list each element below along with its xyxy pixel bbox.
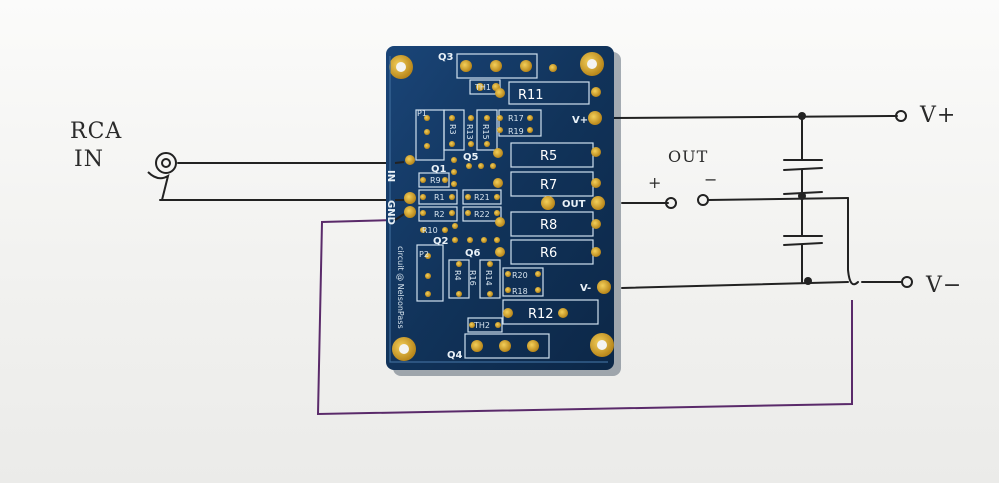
mounting-holes — [389, 52, 614, 361]
r14-label: R14 — [484, 270, 493, 286]
r19-label: R19 — [508, 127, 524, 136]
pcb-gnd-pad-label: GND — [385, 200, 396, 225]
vminus-label: V− — [925, 273, 962, 298]
r4-label: R4 — [453, 270, 462, 281]
r2-label: R2 — [434, 210, 445, 219]
r21-label: R21 — [474, 193, 490, 202]
out-minus-terminal — [697, 194, 709, 206]
vplus-terminal — [895, 110, 907, 122]
hand-wires — [159, 115, 903, 289]
r5-label: R5 — [540, 149, 557, 164]
r6-label: R6 — [540, 246, 557, 261]
q4-label: Q4 — [447, 350, 463, 361]
in-label: IN — [74, 147, 104, 172]
pcb-wire-joins — [394, 161, 405, 221]
r20-label: R20 — [512, 271, 528, 280]
p2-label: P2 — [419, 250, 429, 259]
th1-label: TH1 — [474, 83, 491, 92]
r10-label: R10 — [422, 226, 438, 235]
purple-ground-wire — [316, 219, 853, 416]
r11-label: R11 — [518, 88, 544, 103]
q6-label: Q6 — [465, 248, 481, 259]
pads — [404, 60, 611, 352]
pcb-board: IN GND V+ OUT V- circuit @ NelsonPass Q3… — [385, 46, 621, 376]
cap2-plate-b — [783, 242, 823, 246]
th2-label: TH2 — [473, 321, 490, 330]
r9-label: R9 — [430, 176, 441, 185]
r8-label: R8 — [540, 218, 557, 233]
wire-out-minus — [707, 197, 849, 201]
r3-label: R3 — [448, 124, 457, 135]
vminus-terminal — [901, 276, 913, 288]
out-plus-label: + — [648, 173, 662, 192]
pcb-vminus-pad-label: V- — [580, 283, 591, 294]
junctions — [798, 112, 812, 285]
pcb-credit: circuit @ NelsonPass — [396, 246, 405, 329]
q2-label: Q2 — [433, 236, 449, 247]
q1-label: Q1 — [431, 164, 447, 175]
wire-vminus-a — [621, 281, 849, 289]
cap1-plate-b — [783, 167, 823, 171]
r15-label: R15 — [481, 124, 490, 140]
rca-connector-icon — [147, 152, 177, 201]
r16-label: R16 — [468, 270, 477, 286]
out-plus-terminal — [665, 197, 677, 209]
wire-vplus — [611, 115, 898, 119]
vplus-label: V+ — [919, 103, 956, 128]
rca-label: RCA — [70, 119, 122, 144]
r12-label: R12 — [528, 307, 554, 322]
terminals — [665, 110, 913, 288]
r13-label: R13 — [465, 124, 474, 140]
pcb-in-pad-label: IN — [385, 170, 396, 182]
q3-label: Q3 — [438, 52, 454, 63]
pcb-out-pad-label: OUT — [562, 199, 586, 210]
r18-label: R18 — [512, 287, 528, 296]
r7-label: R7 — [540, 178, 557, 193]
r17-label: R17 — [508, 114, 524, 123]
gnd-hop — [847, 197, 859, 286]
p1-label: P1 — [417, 109, 427, 118]
r22-label: R22 — [474, 210, 490, 219]
q5-label: Q5 — [463, 152, 479, 163]
out-label: OUT — [668, 147, 708, 166]
out-minus-label: − — [704, 170, 718, 189]
pcb-vplus-pad-label: V+ — [572, 115, 588, 126]
r1-label: R1 — [434, 193, 445, 202]
